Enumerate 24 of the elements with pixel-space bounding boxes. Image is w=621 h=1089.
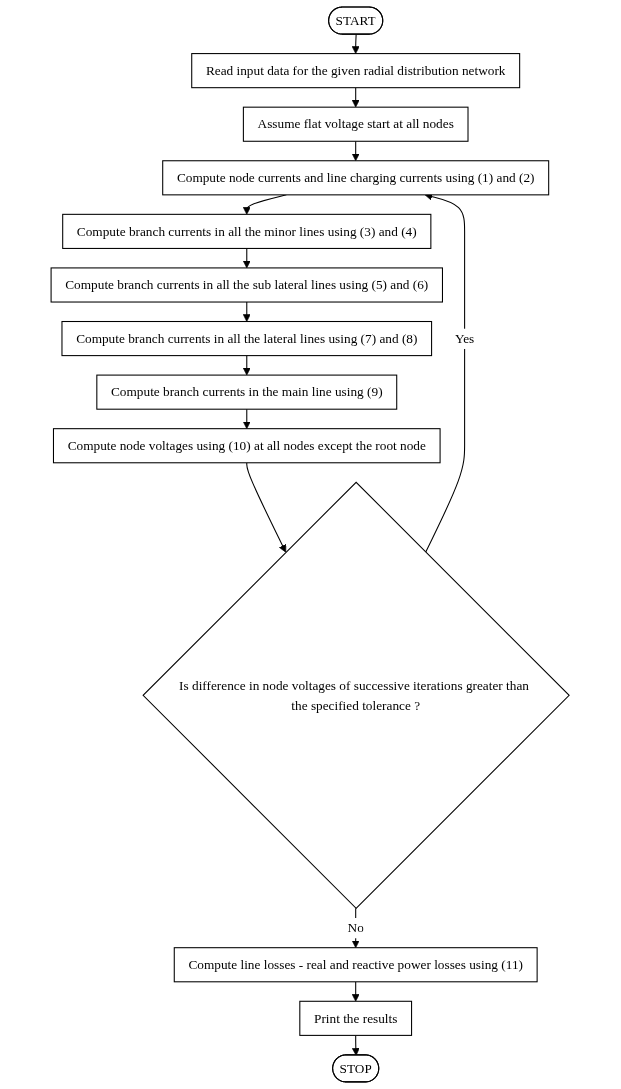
- node-box: Assume flat voltage start at all nodes: [243, 106, 469, 142]
- edge-label: No: [347, 920, 365, 935]
- arrow: [243, 301, 252, 322]
- node-box: Compute branch currents in all the minor lines using (3) and (4): [62, 213, 432, 249]
- arrow: [352, 87, 360, 108]
- arrow: [243, 355, 252, 376]
- node-box: Print the results: [299, 1000, 413, 1036]
- node-box: Compute line losses - real and reactive power losses using (11): [174, 947, 539, 983]
- node-box: Compute branch currents in all the lateral lines using (7) and (8): [61, 321, 433, 357]
- node-box: Compute node currents and line charging currents using (1) and (2): [162, 160, 550, 196]
- arrow: [352, 907, 360, 949]
- node-diamond: Is difference in node voltages of successive iterations greater than the specified tolerance ?: [142, 481, 571, 910]
- node-box: Compute node voltages using (10) at all nodes except the root node: [53, 428, 441, 464]
- arrow: [243, 247, 252, 269]
- arrow: [352, 981, 360, 1002]
- node-box: Compute branch currents in the main line using (9): [96, 374, 398, 410]
- arrow: [352, 34, 360, 54]
- arrow: [243, 408, 252, 430]
- arrow: [352, 140, 360, 162]
- node-box: Compute branch currents in all the sub lateral lines using (5) and (6): [50, 267, 444, 303]
- edge-label: Yes: [455, 331, 475, 346]
- arrow: [352, 1034, 361, 1056]
- node-box: Read input data for the given radial distribution network: [191, 53, 521, 89]
- arrow: [246, 462, 287, 553]
